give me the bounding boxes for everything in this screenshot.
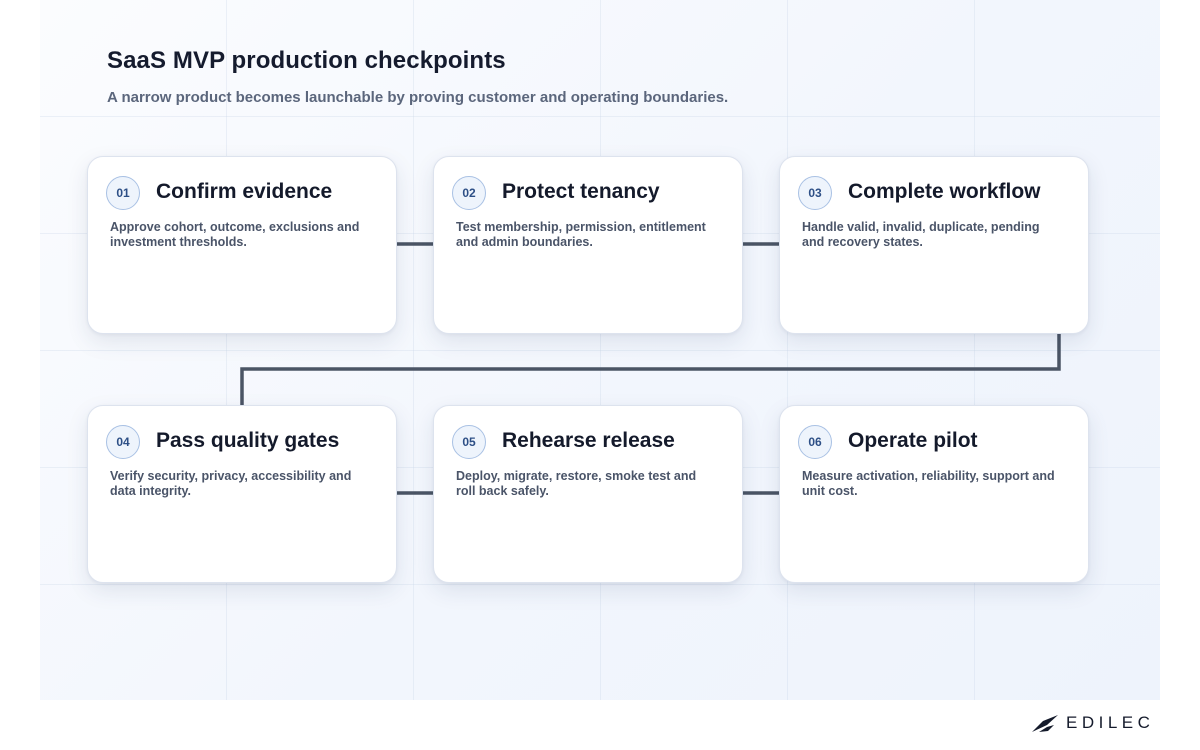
step-number-badge: 01 [106, 176, 140, 210]
step-title: Protect tenancy [502, 180, 660, 203]
grid-line [40, 584, 1160, 585]
step-card-01: 01 Confirm evidence Approve cohort, outc… [87, 156, 397, 334]
step-number-badge: 03 [798, 176, 832, 210]
diagram-subtitle: A narrow product becomes launchable by p… [107, 89, 729, 106]
grid-line [787, 0, 788, 700]
step-title: Pass quality gates [156, 429, 340, 452]
grid-line [413, 0, 414, 700]
step-title: Confirm evidence [156, 180, 333, 203]
step-description: Verify security, privacy, accessibility … [110, 469, 352, 498]
brand-name: EDILEC [1066, 713, 1155, 732]
edilec-logo-icon [1032, 715, 1058, 732]
connector-03-04 [240, 334, 1061, 405]
step-description: Deploy, migrate, restore, smoke test and… [456, 469, 697, 498]
step-description: Test membership, permission, entitlement… [456, 220, 706, 249]
step-description: Approve cohort, outcome, exclusions and … [110, 220, 360, 249]
grid-line [974, 0, 975, 700]
grid-line [40, 350, 1160, 351]
step-title: Rehearse release [502, 429, 675, 452]
step-title: Operate pilot [848, 429, 978, 452]
brand-logo: EDILEC [1030, 711, 1154, 735]
diagram-title: SaaS MVP production checkpoints [107, 47, 506, 74]
step-number-badge: 04 [106, 425, 140, 459]
step-number-badge: 05 [452, 425, 486, 459]
diagram-background [40, 0, 1160, 700]
grid-line [40, 116, 1160, 117]
grid-line [600, 0, 601, 700]
step-description: Handle valid, invalid, duplicate, pendin… [802, 220, 1040, 249]
step-card-04: 04 Pass quality gates Verify security, p… [87, 405, 397, 583]
step-card-02: 02 Protect tenancy Test membership, perm… [433, 156, 743, 334]
step-number-badge: 06 [798, 425, 832, 459]
step-card-06: 06 Operate pilot Measure activation, rel… [779, 405, 1089, 583]
step-number-badge: 02 [452, 176, 486, 210]
grid-line [226, 0, 227, 700]
step-card-03: 03 Complete workflow Handle valid, inval… [779, 156, 1089, 334]
step-card-05: 05 Rehearse release Deploy, migrate, res… [433, 405, 743, 583]
step-title: Complete workflow [848, 180, 1041, 203]
step-description: Measure activation, reliability, support… [802, 469, 1055, 498]
